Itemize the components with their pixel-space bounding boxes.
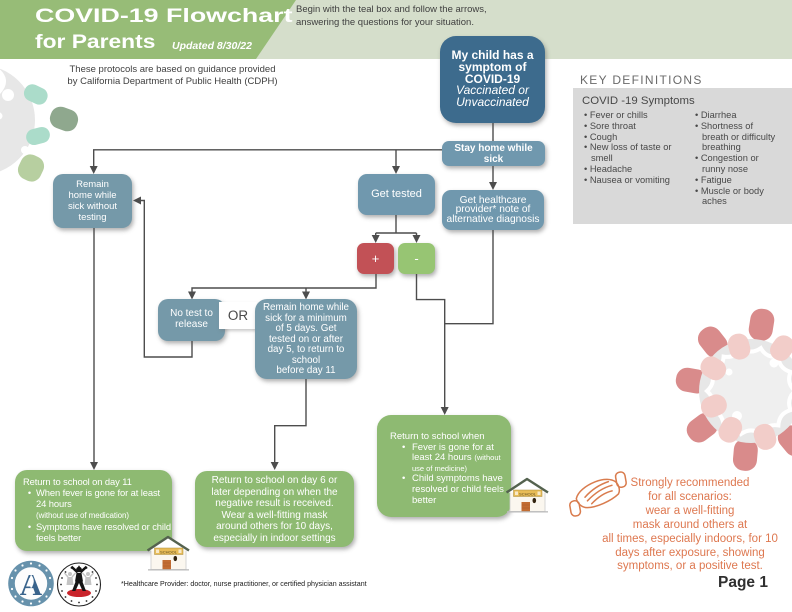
svg-text:SCHOOL: SCHOOL (519, 492, 537, 497)
svg-text:SCHOOL: SCHOOL (160, 550, 178, 555)
